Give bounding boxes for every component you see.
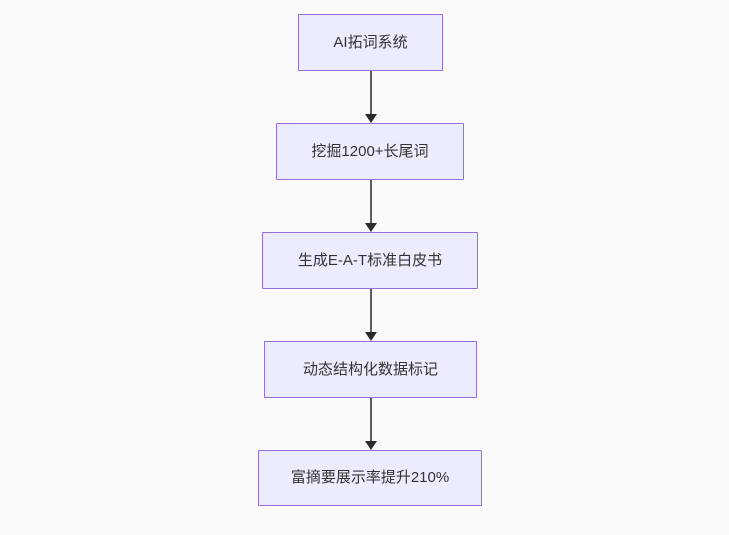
arrow-line xyxy=(369,398,372,441)
flow-node-ai-word-expansion: AI拓词系统 xyxy=(298,14,443,71)
flow-edge-1 xyxy=(364,71,377,123)
flow-node-label: 动态结构化数据标记 xyxy=(302,360,438,378)
flow-edge-2 xyxy=(364,180,377,232)
arrow-down-icon xyxy=(364,114,377,123)
flow-node-label: 富摘要展示率提升210% xyxy=(290,469,450,486)
flow-node-eat-whitepaper: 生成E-A-T标准白皮书 xyxy=(262,232,478,289)
flow-edge-4 xyxy=(364,398,377,450)
arrow-line xyxy=(369,71,372,114)
arrow-line xyxy=(369,289,372,332)
flow-node-rich-snippet-result: 富摘要展示率提升210% xyxy=(258,450,482,506)
arrow-down-icon xyxy=(364,332,377,341)
arrow-down-icon xyxy=(364,441,377,450)
flow-node-label: 挖掘1200+长尾词 xyxy=(311,142,429,160)
flow-node-structured-data-markup: 动态结构化数据标记 xyxy=(264,341,477,398)
flow-node-longtail-mining: 挖掘1200+长尾词 xyxy=(276,123,464,180)
arrow-down-icon xyxy=(364,223,377,232)
flow-node-label: AI拓词系统 xyxy=(333,33,408,51)
flow-edge-3 xyxy=(364,289,377,341)
arrow-line xyxy=(369,180,372,223)
flow-node-label: 生成E-A-T标准白皮书 xyxy=(297,251,443,269)
